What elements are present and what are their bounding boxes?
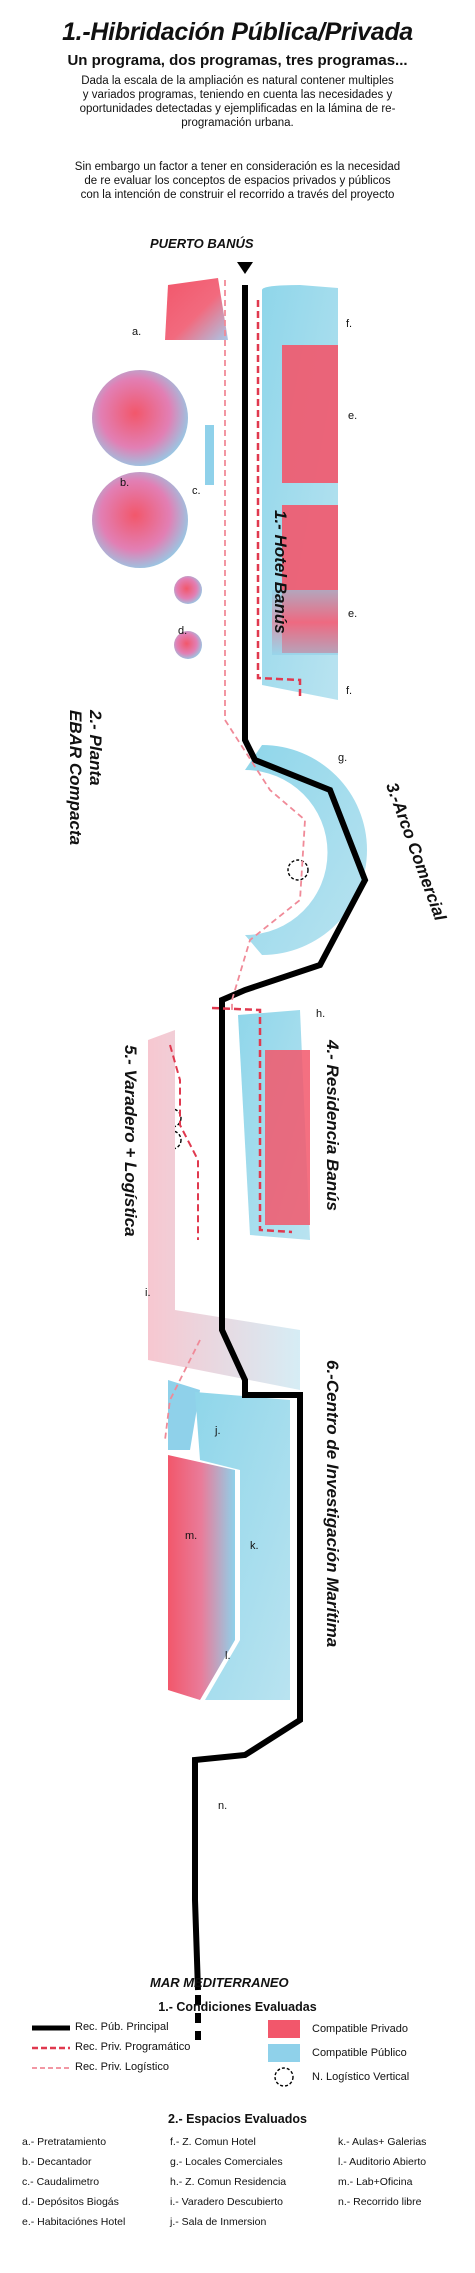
space-item: i.- Varadero Descubierto: [170, 2196, 284, 2208]
zone-d-circle-1: [174, 576, 202, 604]
letter-m: m.: [185, 1530, 198, 1542]
legend-logistic-label: Rec. Priv. Logístico: [75, 2061, 169, 2073]
letter-i: i.: [145, 1287, 151, 1299]
letter-l: l.: [225, 1650, 231, 1662]
intro-line: Dada la escala de la ampliación es natur…: [81, 75, 394, 87]
start-label: PUERTO BANÚS: [150, 236, 254, 251]
private-program-path-residencia: [211, 1006, 293, 1234]
intro-line: con la intención de construir el recorri…: [80, 189, 395, 201]
letter-f-1: f.: [346, 318, 353, 330]
zone-title-ebar: 2.- Planta EBAR Compacta: [65, 710, 105, 845]
zone-title-ebar-line: EBAR Compacta: [66, 710, 85, 846]
letter-f-2: f.: [346, 685, 353, 697]
legend-node-label: N. Logístico Vertical: [312, 2071, 410, 2083]
letter-h: h.: [316, 1008, 326, 1020]
zone-c-shape: [205, 425, 214, 485]
page-title: 1.-Hibridación Pública/Privada: [62, 18, 413, 46]
hotel-common-lower: [272, 590, 338, 655]
spaces-column-1: a.- Pretratamiento b.- Decantador c.- Ca…: [22, 2132, 125, 2232]
centro-m-block: [168, 1455, 235, 1700]
zone-title-centro: 6.-Centro de Investigación Marítima: [323, 1360, 342, 1648]
legend-heading: 1.- Condiciones Evaluadas: [158, 2000, 317, 2014]
letter-e-1: e.: [348, 410, 358, 422]
zone-b-circle-2: [92, 472, 188, 568]
intro-line: programación urbana.: [181, 117, 294, 129]
private-program-path-hotel: [256, 300, 302, 700]
centro-k-block: [195, 1392, 290, 1700]
space-item: n.- Recorrido libre: [338, 2196, 422, 2208]
space-item: k.- Aulas+ Galerias: [338, 2136, 427, 2148]
letter-n: n.: [218, 1800, 228, 1812]
legend-public-label: Compatible Público: [312, 2047, 407, 2059]
intro-paragraph-2: Sin embargo un factor a tener en conside…: [30, 160, 445, 202]
page-subtitle: Un programa, dos programas, tres program…: [67, 52, 408, 69]
main-public-path: [192, 285, 369, 1991]
private-logistic-path-2: [164, 1339, 201, 1441]
zone-title-varadero: 5.- Varadero + Logística: [121, 1045, 140, 1237]
legend-public-swatch: [268, 2044, 300, 2062]
space-item: m.- Lab+Oficina: [338, 2176, 413, 2188]
spaces-column-3: k.- Aulas+ Galerias l.- Auditorio Abiert…: [338, 2132, 426, 2212]
letter-j: j.: [215, 1425, 221, 1437]
legend-logistic-node-icon: [274, 2067, 294, 2087]
letter-c: c.: [192, 485, 201, 497]
space-item: g.- Locales Comerciales: [170, 2156, 283, 2168]
letter-d: d.: [178, 625, 188, 637]
legend-program-label: Rec. Priv. Programático: [75, 2041, 191, 2053]
zone-b-circle-1: [92, 370, 188, 466]
zone-d-circle-2: [174, 631, 202, 659]
intro-line: oportunidades detectadas y ejemplificada…: [79, 103, 396, 115]
zone-title-ebar-line: 2.- Planta: [86, 710, 105, 786]
logistic-node-icon: [287, 859, 309, 881]
space-item: j.- Sala de Inmersion: [170, 2216, 267, 2228]
space-item: h.- Z. Comun Residencia: [170, 2176, 287, 2188]
letter-e-2: e.: [348, 608, 358, 620]
hotel-rooms-1: [282, 345, 338, 483]
zone-title-residencia: 4.- Residencia Banús: [323, 1040, 342, 1212]
intro-line: de re evaluar los conceptos de espacios …: [84, 175, 391, 187]
space-item: l.- Auditorio Abierto: [338, 2156, 427, 2168]
space-item: d.- Depósitos Biogás: [22, 2196, 119, 2208]
residencia-private: [265, 1050, 310, 1225]
intro-line: Sin embargo un factor a tener en conside…: [74, 161, 401, 173]
space-item: e.- Habitaciónes Hotel: [22, 2216, 126, 2228]
space-item: f.- Z. Comun Hotel: [170, 2136, 256, 2148]
start-arrow-icon: [237, 262, 253, 274]
arco-comercial-shape: [245, 745, 367, 955]
centro-j-shape: [168, 1380, 200, 1450]
legend-private-swatch: [268, 2020, 300, 2038]
spaces-column-2: f.- Z. Comun Hotel g.- Locales Comercial…: [170, 2132, 286, 2232]
space-item: b.- Decantador: [22, 2156, 92, 2168]
letter-g: g.: [338, 752, 348, 764]
private-logistic-path: [224, 280, 306, 1010]
space-item: a.- Pretratamiento: [22, 2136, 107, 2148]
private-program-path-residencia-2: [169, 1044, 199, 1240]
letter-b: b.: [120, 477, 130, 489]
legend-line-samples: [32, 2025, 70, 2069]
zone-a-shape: [165, 278, 228, 340]
space-item: c.- Caudalimetro: [22, 2176, 100, 2188]
intro-paragraph-1: Dada la escala de la ampliación es natur…: [30, 74, 445, 130]
intro-line: y variados programas, teniendo en cuenta…: [82, 89, 393, 101]
spaces-heading: 2.- Espacios Evaluados: [168, 2112, 307, 2126]
legend-private-label: Compatible Privado: [312, 2023, 408, 2035]
legend-main-label: Rec. Púb. Principal: [75, 2021, 169, 2033]
letter-a: a.: [132, 326, 142, 338]
end-label: MAR MEDITERRANEO: [150, 1975, 289, 1990]
zone-title-hotel: 1.- Hotel Banús: [271, 510, 290, 634]
letter-k: k.: [250, 1540, 259, 1552]
